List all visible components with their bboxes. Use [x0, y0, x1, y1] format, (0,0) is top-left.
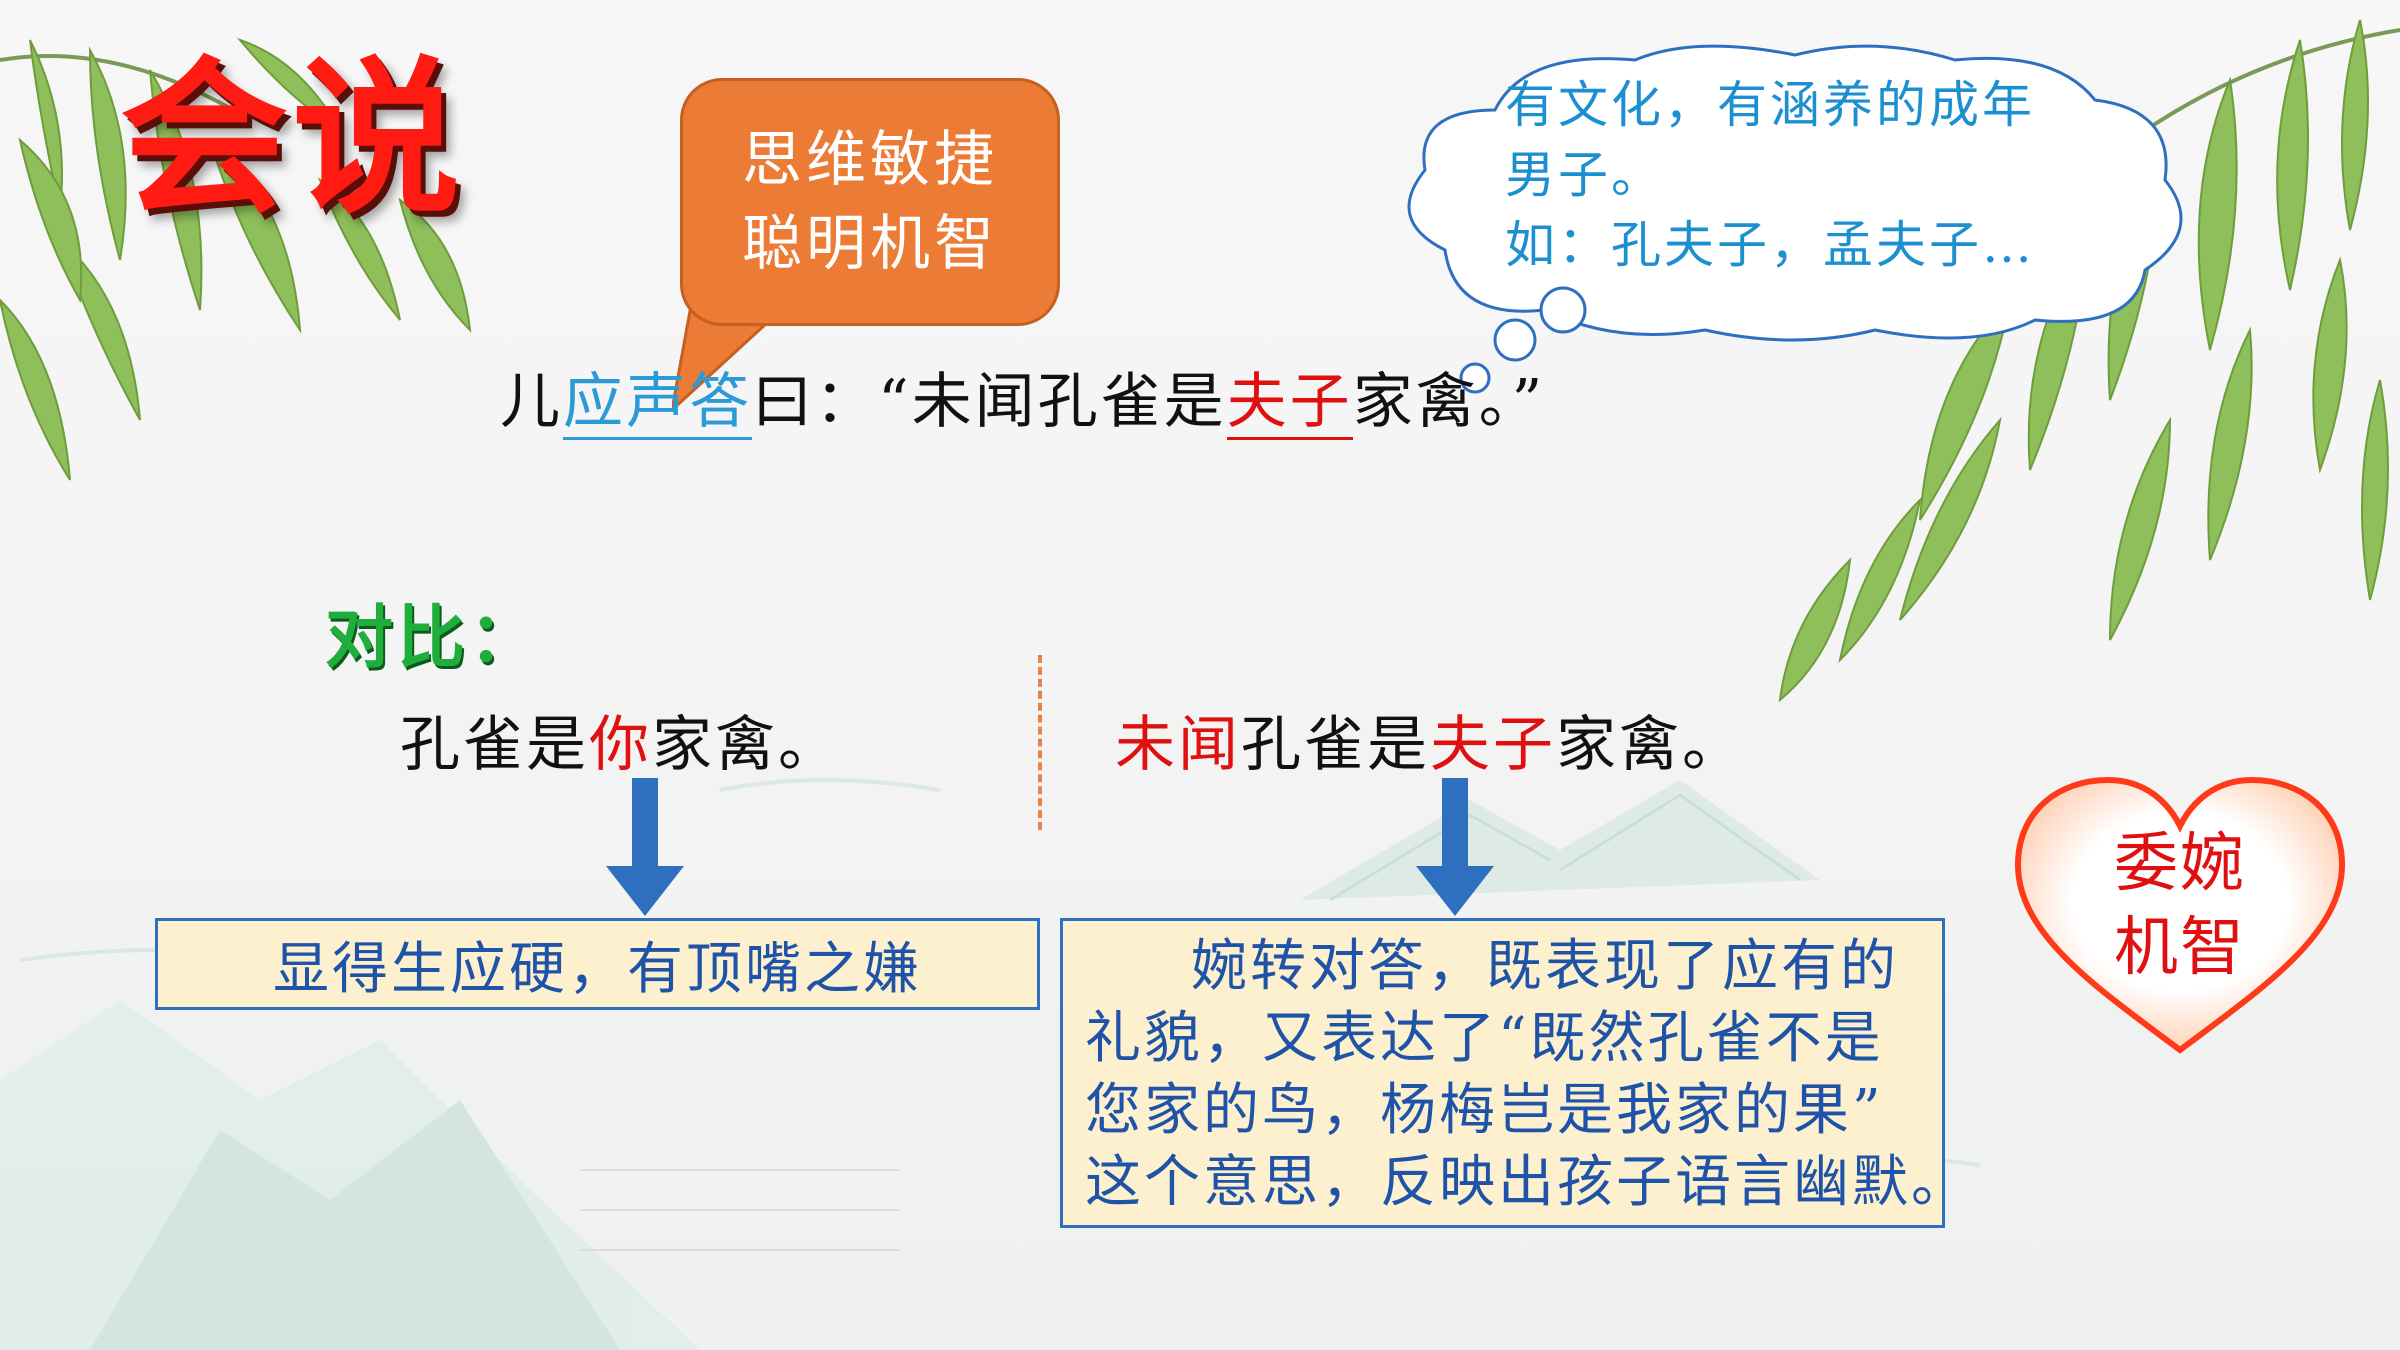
willow-branches-left: [0, 37, 472, 481]
arrow-down-icon: [1416, 778, 1494, 916]
heart-line-2: 机智: [2114, 911, 2246, 985]
quote-highlight-blue: 应声答: [563, 367, 752, 440]
cloud-line-3: 如：孔夫子，孟夫子…: [1505, 216, 2035, 274]
orange-bubble-line-2: 聪明机智: [742, 209, 998, 279]
dashed-divider: [1038, 655, 1042, 830]
right-sentence-after: 家禽。: [1556, 710, 1745, 780]
heart-icon: [2014, 776, 2346, 1054]
arrow-down-icon: [606, 778, 684, 916]
right-sentence: 未闻孔雀是夫子家禽。: [1115, 705, 1745, 785]
left-sentence-red: 你: [589, 710, 652, 780]
classical-quote: 儿应声答曰：“未闻孔雀是夫子家禽。”: [500, 362, 1545, 442]
orange-bubble-line-1: 思维敏捷: [742, 125, 998, 195]
left-explanation-text: 显得生应硬，有顶嘴之嫌: [273, 936, 922, 1002]
quote-middle: 曰：“未闻孔雀是: [752, 367, 1227, 437]
quote-prefix: 儿: [500, 367, 563, 437]
left-sentence: 孔雀是你家禽。: [400, 705, 841, 785]
willow-branches-right: [1778, 19, 2400, 703]
orange-speech-bubble: 思维敏捷 聪明机智: [680, 78, 1060, 326]
right-explanation-box: 婉转对答，既表现了应有的 礼貌，又表达了“既然孔雀不是 您家的鸟，杨梅岂是我家的…: [1060, 918, 1970, 1228]
thought-cloud-bubble: [1407, 44, 2183, 394]
cloud-bubble-text: 有文化，有涵养的成年 男子。 如：孔夫子，孟夫子…: [1505, 70, 2145, 280]
cloud-line-2: 男子。: [1505, 146, 1664, 204]
compare-label: 对比：: [325, 599, 542, 678]
right-sentence-middle: 孔雀是: [1241, 710, 1430, 780]
heart-line-1: 委婉: [2114, 827, 2246, 901]
slide-title: 会说: [120, 41, 464, 237]
right-sentence-red-2: 夫子: [1430, 710, 1556, 780]
mountain-decoration: [0, 778, 1981, 1350]
left-sentence-after: 家禽。: [652, 710, 841, 780]
left-explanation-box: 显得生应硬，有顶嘴之嫌: [155, 918, 1040, 1010]
right-explanation-line-1: 婉转对答，既表现了应有的: [1191, 934, 1899, 999]
heart-text: 委婉 机智: [2000, 822, 2360, 990]
right-explanation-line-4: 这个意思，反映出孩子语言幽默。: [1085, 1150, 1970, 1215]
right-explanation-line-2: 礼貌，又表达了“既然孔雀不是: [1085, 1006, 1884, 1071]
right-explanation-line-3: 您家的鸟，杨梅岂是我家的果”: [1085, 1078, 1884, 1143]
right-sentence-red-1: 未闻: [1115, 710, 1241, 780]
quote-highlight-red: 夫子: [1226, 367, 1353, 440]
left-sentence-before: 孔雀是: [400, 710, 589, 780]
cloud-line-1: 有文化，有涵养的成年: [1505, 76, 2035, 134]
quote-suffix: 家禽。”: [1352, 367, 1546, 437]
orange-bubble-tail: [672, 300, 795, 410]
